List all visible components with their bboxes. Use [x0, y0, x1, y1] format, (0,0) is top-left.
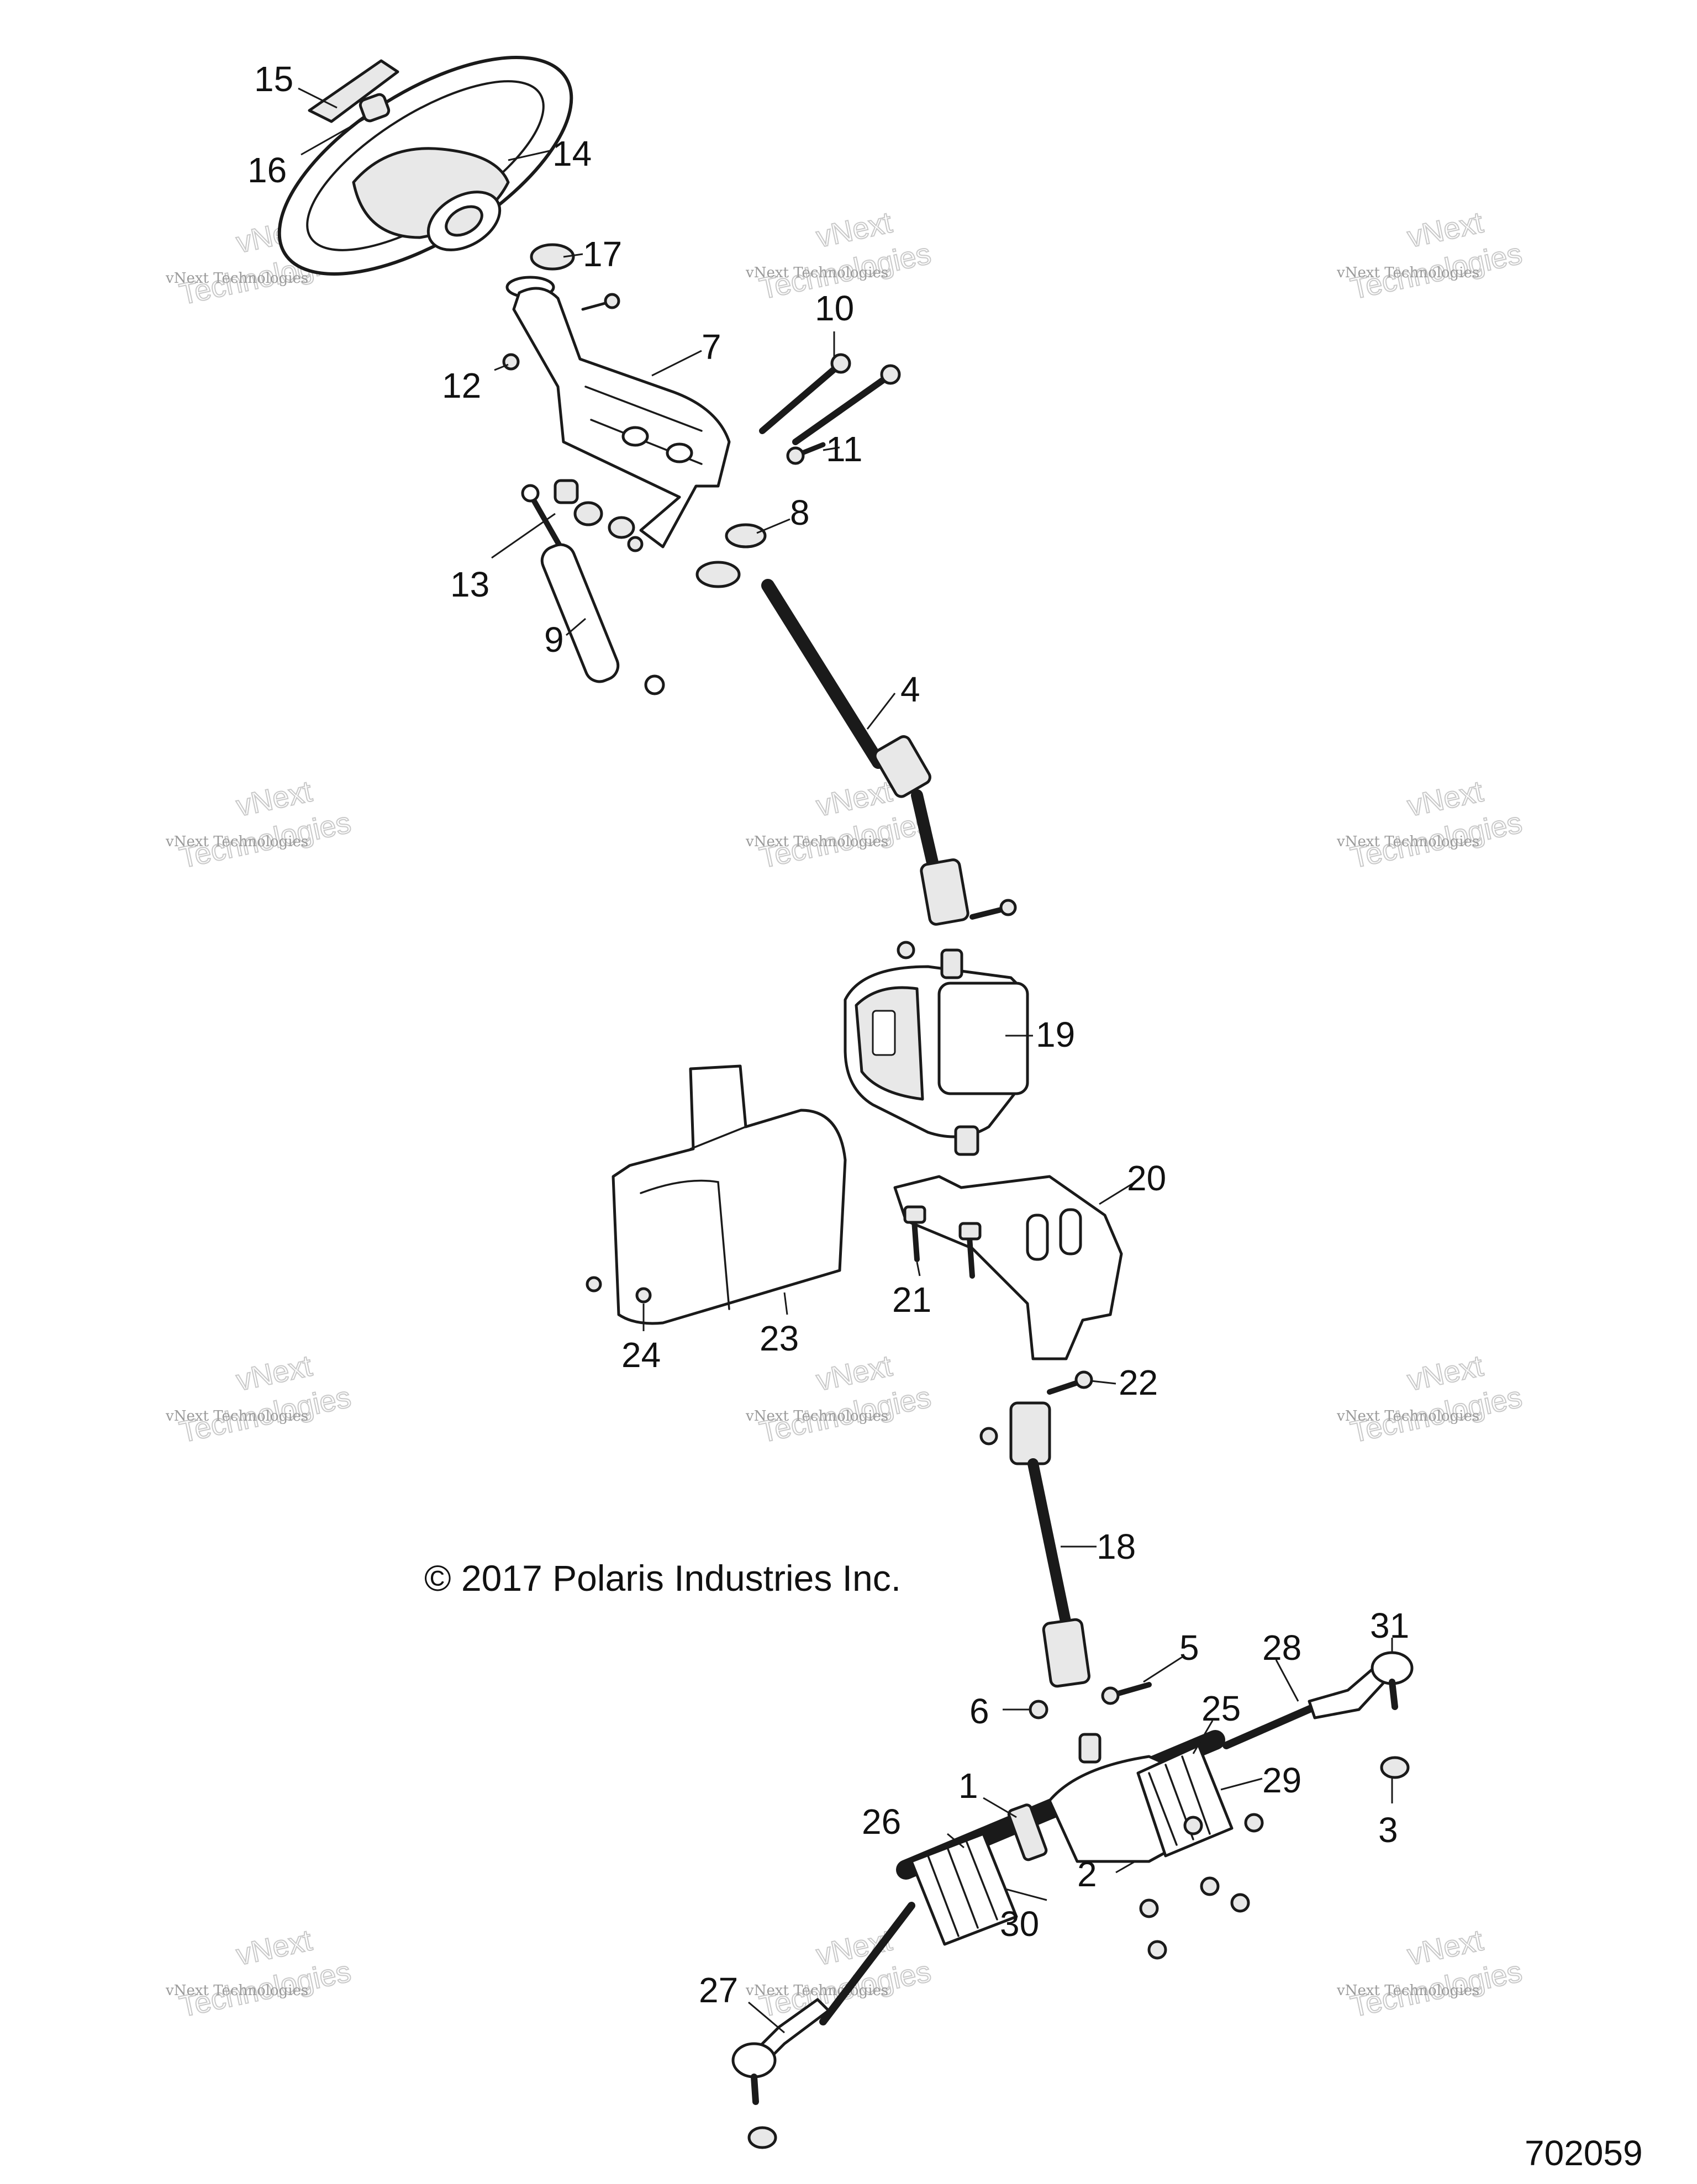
steering-shaft-part: [761, 579, 1017, 959]
shield-part: [612, 1064, 847, 1325]
callout-5: 5: [1179, 1628, 1199, 1668]
watermark-text: vNext Technologies: [745, 265, 888, 281]
watermark-text: vNext Technologies: [165, 1982, 308, 1999]
watermark-text: vNext Technologies: [1336, 833, 1479, 850]
nut-3-part: [1380, 1756, 1410, 1779]
callout-28: 28: [1262, 1628, 1301, 1668]
bolt-part: [581, 293, 620, 311]
watermark: Technologies vNext vNext Technologies: [1336, 774, 1525, 875]
callout-30: 30: [1000, 1904, 1039, 1944]
gas-strut-part: [521, 484, 665, 695]
callout-12: 12: [442, 366, 481, 405]
callout-3: 3: [1378, 1810, 1398, 1850]
cover-part: [308, 59, 399, 123]
watermarks: Technologies vNext vNext Technologies Te…: [165, 205, 1525, 2024]
callout-1: 1: [958, 1766, 978, 1806]
bracket-bolt-part: [903, 1205, 982, 1279]
nut-6-part: [1029, 1700, 1048, 1719]
screw-part: [586, 1276, 652, 1304]
right-tie-rod-part: [1222, 1651, 1414, 1749]
watermark: Technologies vNext vNext Technologies: [1336, 205, 1525, 307]
watermark-text: vNext Technologies: [745, 1982, 888, 1999]
power-steering-unit-part: [844, 948, 1029, 1156]
watermark: Technologies vNext vNext Technologies: [165, 1923, 354, 2024]
callout-29: 29: [1262, 1760, 1301, 1800]
watermark-text: vNext Technologies: [1336, 265, 1479, 281]
callout-18: 18: [1097, 1527, 1136, 1566]
watermark-text: vNext Technologies: [1336, 1408, 1479, 1425]
watermark: Technologies vNext vNext Technologies: [165, 1349, 354, 1450]
strut-hardware-part: [554, 479, 644, 552]
bolt-11-part: [786, 442, 826, 465]
callout-23: 23: [760, 1318, 799, 1358]
callout-27: 27: [699, 1970, 738, 2010]
long-bolt-part: [759, 353, 901, 445]
left-tie-rod-part: [731, 1902, 915, 2105]
callout-8: 8: [790, 493, 810, 532]
rack-nut-part: [1139, 1813, 1264, 1960]
callout-25: 25: [1201, 1689, 1241, 1728]
watermark-text: vNext Technologies: [165, 833, 308, 850]
callout-26: 26: [862, 1802, 901, 1842]
callout-22: 22: [1119, 1363, 1158, 1402]
callout-20: 20: [1127, 1158, 1166, 1198]
callout-16: 16: [247, 150, 287, 190]
callout-labels: 15 16 14 17 10 7 12 11 8 13 9 4 19 20 21…: [247, 59, 1409, 2010]
callout-13: 13: [450, 565, 489, 604]
watermark: Technologies vNext vNext Technologies: [165, 774, 354, 875]
callout-6: 6: [969, 1691, 989, 1731]
figure-number: 702059: [1525, 2133, 1643, 2173]
mounting-bracket-part: [893, 1175, 1123, 1360]
callout-9: 9: [544, 620, 564, 660]
bolt-22-part: [1047, 1370, 1093, 1395]
callout-7: 7: [702, 327, 721, 367]
callout-11: 11: [826, 429, 862, 469]
callout-17: 17: [583, 234, 622, 274]
callout-14: 14: [552, 134, 592, 173]
steering-wheel-part: [277, 56, 573, 276]
bottom-nut-part: [747, 2126, 777, 2149]
watermark-text: vNext Technologies: [1336, 1982, 1479, 1999]
leader-lines: [298, 87, 1393, 2034]
watermark-text: vNext Technologies: [165, 270, 308, 287]
callout-15: 15: [254, 59, 293, 99]
watermark: Technologies vNext vNext Technologies: [1336, 1349, 1525, 1450]
callout-21: 21: [892, 1280, 931, 1320]
watermark-text: vNext Technologies: [745, 833, 888, 850]
watermark: Technologies vNext vNext Technologies: [1336, 1923, 1525, 2024]
callout-24: 24: [621, 1335, 661, 1375]
intermediate-shaft-part: [979, 1401, 1090, 1688]
copyright-notice: © 2017 Polaris Industries Inc.: [424, 1558, 901, 1599]
watermark: Technologies vNext vNext Technologies: [745, 1923, 934, 2024]
callout-31: 31: [1370, 1606, 1409, 1645]
callout-4: 4: [900, 669, 920, 709]
callout-19: 19: [1036, 1015, 1075, 1054]
watermark: Technologies vNext vNext Technologies: [745, 1349, 934, 1450]
column-bushing-part: [695, 523, 767, 588]
steering-rack-part: [896, 1730, 1234, 1946]
watermark-text: vNext Technologies: [745, 1408, 888, 1425]
watermark-text: vNext Technologies: [165, 1408, 308, 1425]
callout-2: 2: [1077, 1854, 1097, 1894]
callout-10: 10: [815, 288, 854, 328]
nut-part: [359, 93, 391, 123]
tilt-bracket-part: [512, 287, 731, 548]
small-nut-part: [502, 353, 520, 371]
bolt-5-part: [1101, 1682, 1152, 1705]
